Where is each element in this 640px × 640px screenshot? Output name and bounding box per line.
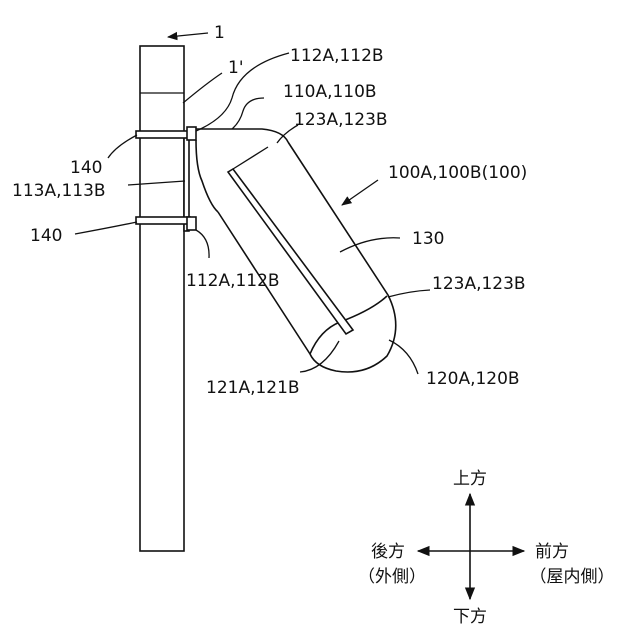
label-end-bottom: 123A,123B (432, 274, 526, 294)
label-band-lower: 140 (30, 226, 62, 246)
arm-top-edge (196, 129, 288, 142)
label-bracket-bottom: 112A,112B (186, 271, 280, 291)
compass-left-sub: （外側） (358, 567, 426, 587)
label-bracket-top: 112A,112B (290, 46, 384, 66)
bracket-top (187, 127, 196, 140)
label-arm: 110A,110B (283, 82, 377, 102)
label-bottom-face: 121A,121B (206, 378, 300, 398)
leader-pole (168, 33, 208, 37)
compass-down: 下方 (453, 607, 487, 627)
label-cylinder: 130 (412, 229, 444, 249)
leader-band-upper (108, 135, 137, 158)
label-pole-prime: 1' (228, 58, 244, 78)
arm-lower-edge (196, 140, 218, 212)
band-upper (136, 131, 190, 138)
compass-right: 前方 (535, 542, 569, 562)
leader-band-lower (75, 222, 137, 234)
leader-end-bottom (388, 290, 430, 297)
label-end-top: 123A,123B (294, 110, 388, 130)
leader-bracket-bottom (196, 230, 209, 258)
leader-plate (128, 181, 185, 185)
leader-body (342, 180, 378, 205)
leader-cylinder (340, 238, 400, 252)
bracket-bottom (187, 217, 196, 230)
label-base: 120A,120B (426, 369, 520, 389)
pole (140, 46, 184, 551)
inner-panel (228, 169, 353, 334)
leader-pole-prime (183, 73, 222, 103)
label-pole: 1 (214, 23, 225, 43)
compass-left: 後方 (371, 542, 405, 562)
label-body: 100A,100B(100) (388, 163, 527, 183)
label-band-upper: 140 (70, 158, 102, 178)
compass-up: 上方 (453, 469, 487, 489)
cylinder-body (218, 142, 396, 372)
label-plate: 113A,113B (12, 181, 106, 201)
panel-ridge (233, 147, 268, 169)
compass-right-sub: （屋内側） (530, 567, 615, 587)
band-lower (136, 217, 190, 224)
leader-base (389, 340, 418, 374)
leader-arm (232, 98, 264, 129)
leader-bottom-face (300, 341, 339, 372)
